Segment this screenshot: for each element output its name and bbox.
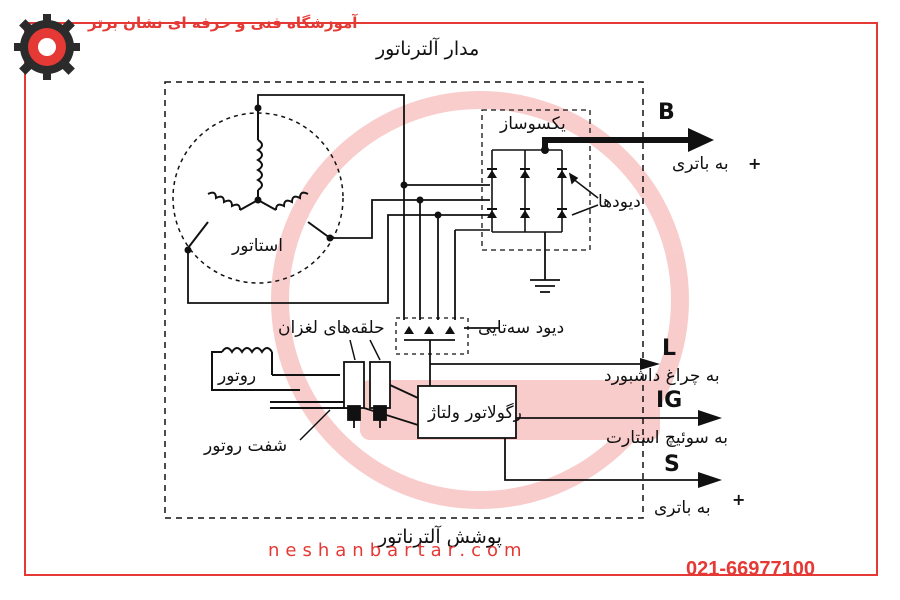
housing-label: پوشش آلترناتور xyxy=(378,526,502,548)
terminal-l-name: L xyxy=(662,336,677,361)
slip-rings xyxy=(343,361,391,428)
rectifier-bridge xyxy=(455,149,563,233)
ground-icon xyxy=(530,232,560,293)
housing-box xyxy=(164,81,644,519)
diagram-title: مدار آلترناتور xyxy=(376,38,480,60)
triple-diode-label: دیود سه‌تایی xyxy=(478,318,565,338)
terminal-b-desc: به باتری xyxy=(672,154,729,174)
terminal-s-sign: + xyxy=(732,490,746,509)
stator-label: استاتور xyxy=(232,236,283,256)
stator-circle xyxy=(172,112,344,284)
triple-diodes xyxy=(404,326,455,334)
website-text: neshanbartar.com xyxy=(268,540,528,561)
triple-diode-bus xyxy=(404,327,640,388)
regulator-wires xyxy=(363,384,700,481)
rectifier-box xyxy=(481,109,591,251)
regulator-box xyxy=(417,385,517,439)
terminal-ig-name: IG xyxy=(656,388,683,413)
rotor-shaft-label: شفت روتور xyxy=(204,436,288,456)
page-frame xyxy=(24,22,878,576)
rectifier-label: یکسوساز xyxy=(500,114,566,134)
terminal-l-desc: به چراغ داشبورد xyxy=(604,366,720,386)
gear-icon xyxy=(14,14,80,80)
slip-ring-pointer xyxy=(349,339,381,361)
terminal-b-name: B xyxy=(658,100,675,125)
terminal-b-sign: + xyxy=(748,154,762,173)
terminal-s-desc: به باتری xyxy=(654,498,711,518)
rotor-shaft-pointer xyxy=(299,409,331,441)
rotor-label: روتور xyxy=(218,366,257,386)
brand-logo xyxy=(14,14,80,80)
brand-text: آموزشگاه فنی و حرفه ای نشان برتر xyxy=(88,14,358,32)
slip-rings-label: حلقه‌های لغزان xyxy=(278,318,385,338)
terminal-s-name: S xyxy=(664,452,680,477)
phone-number: 021-66977100 xyxy=(686,558,816,580)
triple-diode-box xyxy=(395,317,469,355)
regulator-label: رگولاتور ولتاژ xyxy=(428,403,522,423)
stator-leads xyxy=(187,94,490,320)
rectifier-diodes xyxy=(487,168,567,218)
diodes-label: دیودها xyxy=(598,192,641,212)
diodes-pointer xyxy=(568,172,599,216)
terminal-ig-desc: به سوئیچ استارت xyxy=(606,428,729,448)
